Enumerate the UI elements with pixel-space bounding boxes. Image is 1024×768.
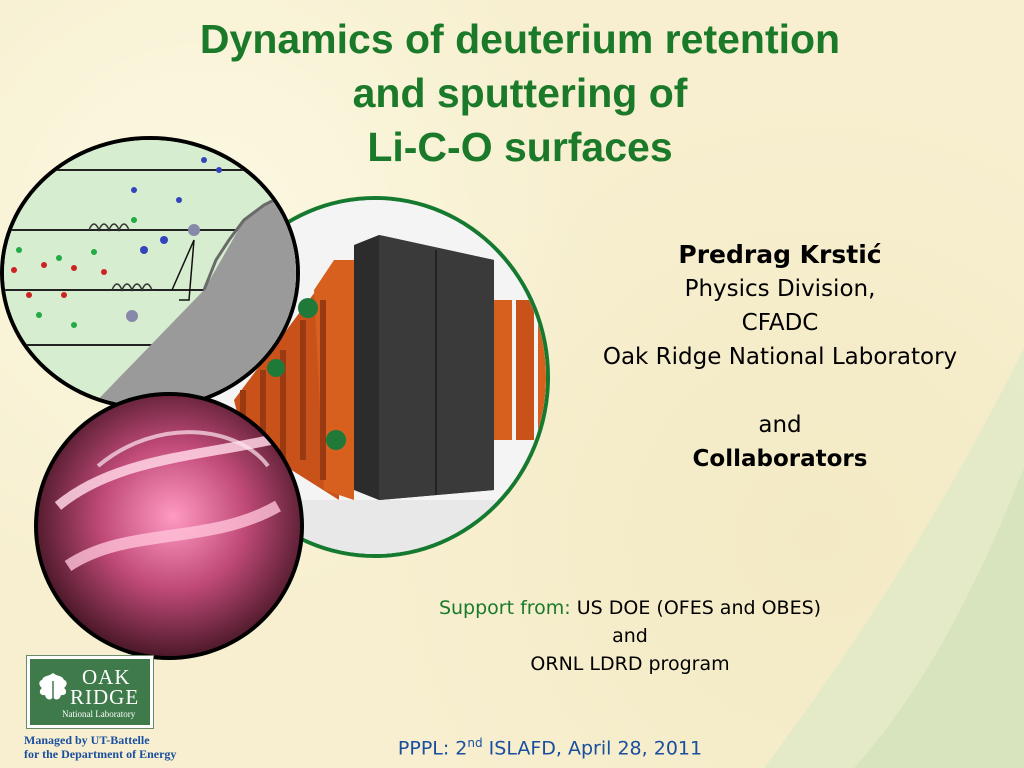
affiliation-line-2: CFADC [741, 310, 819, 336]
support-funder: US DOE (OFES and OBES) [576, 597, 822, 619]
author-name: Predrag Krstić [678, 240, 882, 269]
support-label: Support from: [438, 597, 571, 619]
affiliation-line-3: Oak Ridge National Laboratory [602, 344, 958, 370]
oak-leaf-icon [39, 673, 67, 704]
title-line-1: Dynamics of deuterium retention [199, 16, 841, 62]
affiliation-line-1: Physics Division, [684, 276, 876, 302]
event-prefix: PPPL: 2 [397, 737, 468, 760]
logo-subtitle: National Laboratory [62, 709, 136, 719]
title-line-3: Li-C-O surfaces [367, 124, 673, 170]
slide-title: Dynamics of deuterium retention and sput… [130, 12, 910, 174]
event-ordinal: nd [467, 736, 483, 750]
managed-by-text: Managed by UT-Battelle for the Departmen… [24, 733, 176, 761]
spacer [560, 374, 1000, 408]
managed-line-2: for the Department of Energy [24, 747, 177, 761]
title-line-2: and sputtering of [352, 70, 688, 116]
author-block: Predrag Krstić Physics Division, CFADC O… [560, 238, 1000, 476]
support-line-2: and [612, 625, 648, 647]
logo-word-ridge: RIDGE [70, 685, 140, 709]
managed-line-1: Managed by UT-Battelle [24, 733, 150, 747]
support-line-1: Support from: US DOE (OFES and OBES) [330, 594, 930, 622]
logo-word-oak: OAK [82, 665, 131, 689]
collaborators-text: Collaborators [692, 446, 868, 472]
background-swoosh [764, 348, 1024, 768]
and-text: and [758, 412, 802, 438]
support-block: Support from: US DOE (OFES and OBES) and… [330, 594, 930, 678]
plasma-image [34, 392, 304, 660]
event-suffix: ISLAFD, April 28, 2011 [482, 737, 703, 760]
event-footer: PPPL: 2nd ISLAFD, April 28, 2011 [360, 736, 740, 759]
ornl-logo: OAK RIDGE National Laboratory [27, 656, 153, 728]
sputtering-diagram [0, 136, 300, 410]
support-line-3: ORNL LDRD program [530, 653, 730, 675]
